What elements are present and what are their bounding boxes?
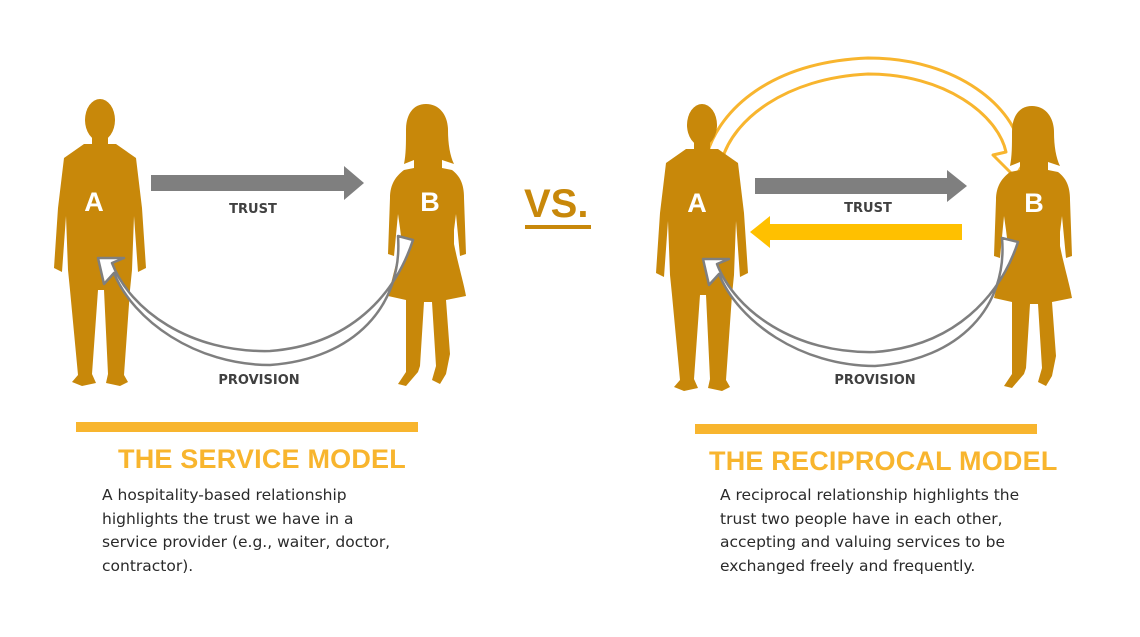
reciprocal-person-a-silhouette xyxy=(656,104,748,391)
service-model-description: A hospitality-based relationship highlig… xyxy=(102,486,391,575)
service-model-divider xyxy=(76,422,418,432)
vs-label: VS. xyxy=(524,182,589,226)
reciprocal-model-title: THE RECIPROCAL MODEL xyxy=(709,446,1058,476)
reciprocal-person-b-label: B xyxy=(1024,188,1044,218)
provision-arrow xyxy=(96,234,415,367)
reciprocal-provision-arrow-top xyxy=(705,56,1034,179)
reciprocal-provision-label: PROVISION xyxy=(834,373,915,388)
reciprocal-return-trust-arrow xyxy=(750,216,962,248)
person-b-label: B xyxy=(420,187,440,217)
reciprocal-model-description: A reciprocal relationship highlights the… xyxy=(720,486,1020,575)
reciprocal-person-a-label: A xyxy=(687,188,707,218)
vs-underline xyxy=(525,225,591,229)
reciprocal-model-divider xyxy=(695,424,1037,434)
reciprocal-provision-arrow-bottom xyxy=(701,236,1020,368)
trust-label: TRUST xyxy=(229,202,277,217)
reciprocal-trust-arrow xyxy=(755,170,967,202)
reciprocal-trust-label: TRUST xyxy=(844,201,892,216)
provision-label: PROVISION xyxy=(218,373,299,388)
service-model-title: THE SERVICE MODEL xyxy=(118,444,406,474)
trust-arrow xyxy=(151,166,364,200)
person-a-silhouette xyxy=(54,99,146,386)
person-a-label: A xyxy=(84,187,104,217)
